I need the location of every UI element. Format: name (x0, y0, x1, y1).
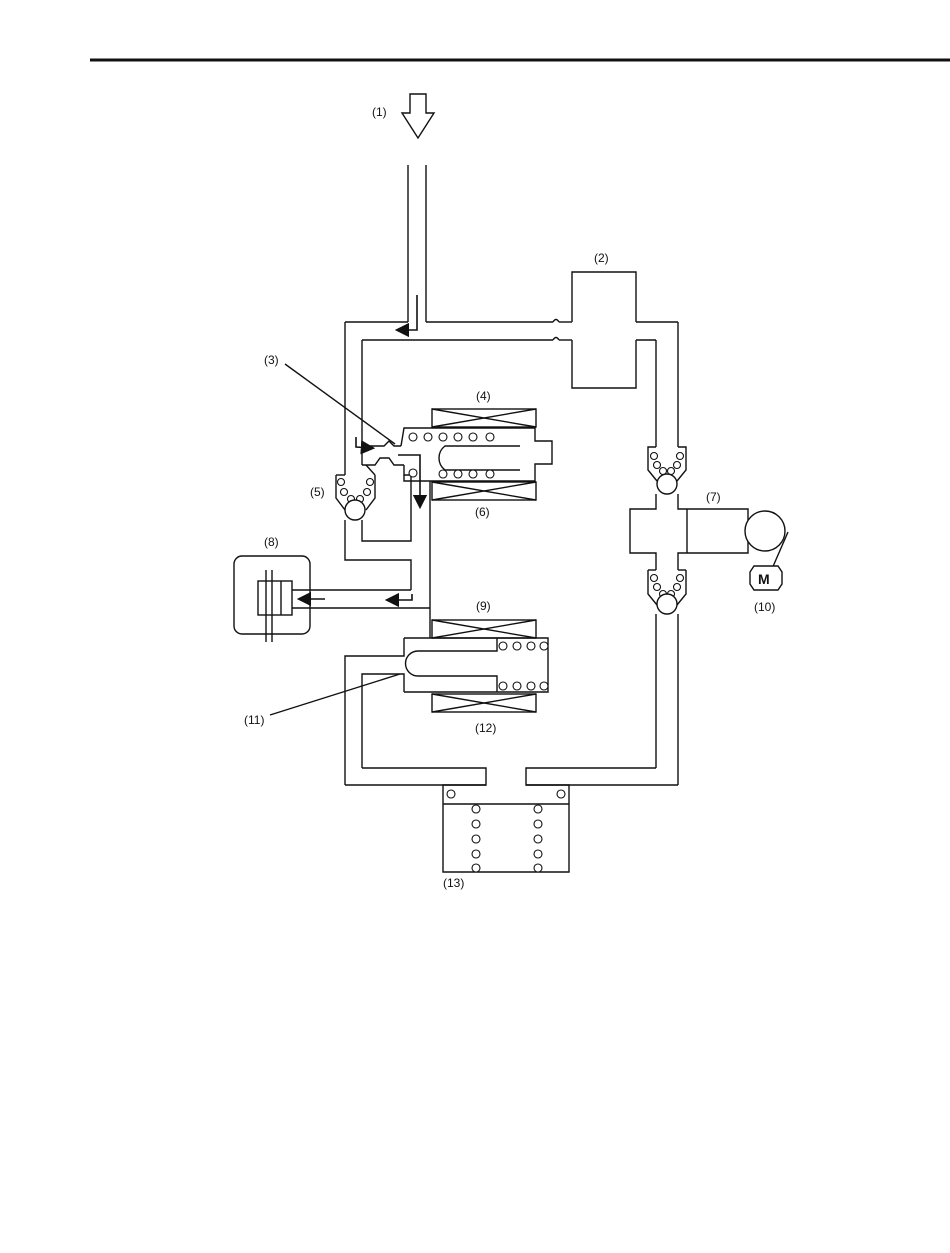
valve-5-loop (345, 475, 411, 590)
pump-7 (630, 494, 748, 570)
label-1: (1) (372, 105, 387, 119)
input-arrow-icon (402, 94, 434, 138)
pump-inlet-check-valve (648, 447, 686, 494)
label-13: (13) (443, 876, 464, 890)
leader-3 (285, 364, 395, 444)
label-5: (5) (310, 485, 325, 499)
label-3: (3) (264, 353, 279, 367)
label-4: (4) (476, 389, 491, 403)
check-valve-5 (336, 465, 375, 520)
label-11: (11) (244, 713, 264, 727)
left-pipe (345, 322, 362, 475)
top-distribution-pipe (345, 320, 572, 341)
reservoir-13 (443, 785, 569, 872)
motor-symbol: M (758, 571, 770, 587)
label-10: (10) (754, 600, 775, 614)
label-8: (8) (264, 535, 279, 549)
label-12: (12) (475, 721, 496, 735)
bottom-return-pipe (345, 768, 678, 785)
right-pipe (636, 322, 678, 447)
label-6: (6) (475, 505, 490, 519)
brake-caliper-8 (234, 556, 430, 642)
label-7: (7) (706, 490, 721, 504)
solenoid-4 (432, 409, 536, 500)
leader-11 (270, 674, 400, 715)
pump-outlet-check-valve (648, 570, 686, 785)
solenoid-9 (432, 620, 536, 712)
component-2-block (572, 272, 636, 388)
solenoid-valve-4-body (401, 428, 552, 481)
label-2: (2) (594, 251, 609, 265)
label-9: (9) (476, 599, 491, 613)
